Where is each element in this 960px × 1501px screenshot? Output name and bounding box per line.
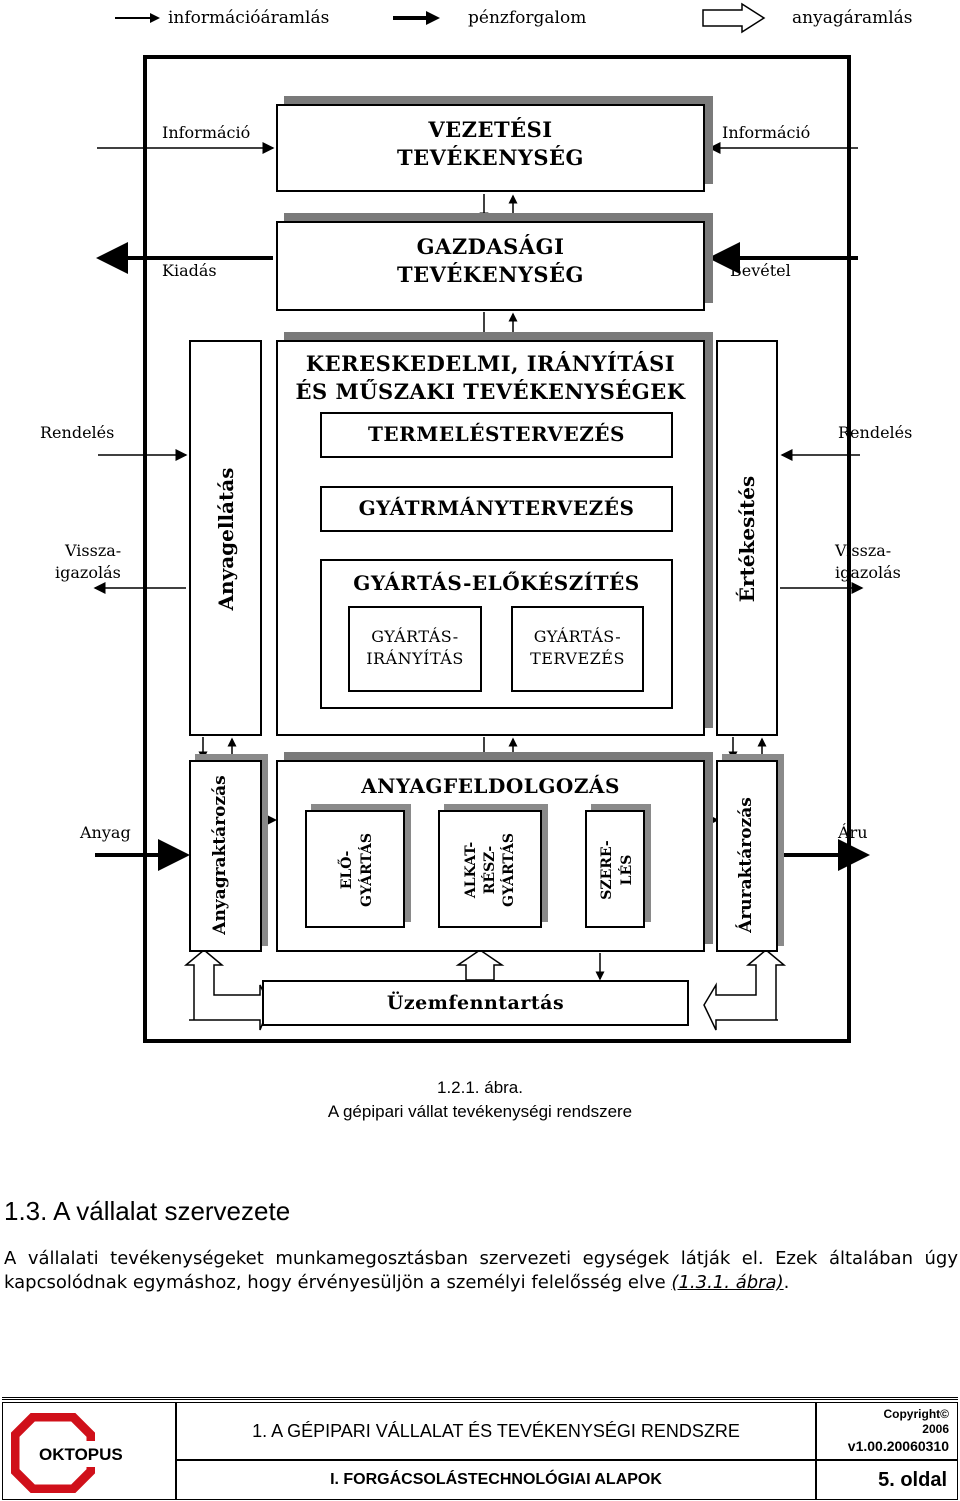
kereskedelmi-line1: KERESKEDELMI, IRÁNYÍTÁSI	[305, 351, 676, 376]
gyartmanytervezes-label: GYÁTRMÁNYTERVEZÉS	[358, 496, 635, 520]
box-uzemfenntartas: Üzemfenntartás	[262, 980, 689, 1026]
left-kiadas-label: Kiadás	[162, 261, 217, 280]
vezetesi-line1: VEZETÉSI	[428, 117, 553, 142]
footer-subtitle: I. FORGÁCSOLÁSTECHNOLÓGIAI ALAPOK	[330, 1471, 662, 1488]
box-aruraktarozas	[716, 760, 778, 952]
alkatresz-line1: ALKAT-	[463, 841, 479, 899]
oktopus-logo-icon	[11, 1413, 95, 1493]
ertekesites-label: Értékesítés	[735, 475, 759, 603]
right-aru-label: Áru	[838, 823, 868, 842]
elogyartas-line1: ELŐ-	[339, 850, 355, 890]
left-visszaigazolas-label: Vissza- igazolás	[55, 540, 121, 584]
footer-copyright: Copyright©	[883, 1407, 949, 1421]
left-rendeles-label: Rendelés	[40, 423, 115, 442]
box-vezetesi: VEZETÉSI TEVÉKENYSÉG	[276, 104, 705, 192]
box-gyartas-iranyitas: GYÁRTÁS- IRÁNYÍTÁS	[348, 606, 482, 692]
gyartas-tervezes-line1: GYÁRTÁS-	[533, 627, 622, 646]
alkatresz-line3: GYÁRTÁS	[501, 833, 517, 907]
right-visszaigazolas-line1: Vissza-	[835, 541, 892, 560]
right-visszaigazolas-label: Vissza- igazolás	[835, 540, 901, 584]
right-bevetel-label: Bevétel	[730, 261, 791, 280]
box-anyagellatas	[189, 340, 262, 736]
footer-version: v1.00.20060310	[847, 1438, 949, 1454]
right-informacio-label: Információ	[722, 123, 811, 142]
left-visszaigazolas-line2: igazolás	[55, 563, 121, 582]
szereles-line1: SZERE-	[599, 840, 615, 900]
gyartas-elokeszites-label: GYÁRTÁS-ELŐKÉSZÍTÉS	[353, 571, 640, 595]
logo-text: OKTOPUS	[39, 1445, 123, 1464]
footer-page-number: 5. oldal	[878, 1469, 947, 1491]
box-termelestervezes: TERMELÉSTERVEZÉS	[320, 412, 673, 458]
box-gazdasagi: GAZDASÁGI TEVÉKENYSÉG	[276, 221, 705, 311]
footer-year: 2006	[922, 1422, 949, 1436]
box-szereles: SZERE- LÉS	[585, 810, 645, 928]
anyagfeldolgozas-label: ANYAGFELDOLGOZÁS	[361, 774, 620, 798]
left-anyag-label: Anyag	[80, 823, 131, 842]
footer-page-cell: 5. oldal	[816, 1460, 958, 1500]
szereles-line2: LÉS	[619, 854, 635, 886]
legend-info-label: információáramlás	[168, 8, 330, 28]
box-alkatresz: ALKAT- RÉSZ- GYÁRTÁS	[438, 810, 542, 928]
right-rendeles-label: Rendelés	[838, 423, 913, 442]
legend-money-label: pénzforgalom	[468, 8, 587, 28]
footer-logo-cell: OKTOPUS	[2, 1402, 176, 1500]
money-flow-arrow-icon	[393, 11, 440, 25]
right-visszaigazolas-line2: igazolás	[835, 563, 901, 582]
paragraph-text: A vállalati tevékenységeket munkamegoszt…	[4, 1248, 958, 1293]
footer-chapter: 1. A GÉPIPARI VÁLLALAT ÉS TEVÉKENYSÉGI R…	[252, 1421, 740, 1441]
aruraktarozas-label: Áruraktározás	[736, 797, 756, 933]
box-anyagraktarozas	[189, 760, 262, 952]
page-footer: OKTOPUS 1. A GÉPIPARI VÁLLALAT ÉS TEVÉKE…	[2, 1397, 958, 1500]
alkatresz-line2: RÉSZ-	[482, 845, 498, 895]
gyartas-iranyitas-line1: GYÁRTÁS-	[371, 627, 459, 646]
footer-copyright-cell: Copyright© 2006 v1.00.20060310	[816, 1402, 958, 1460]
footer-chapter-cell: 1. A GÉPIPARI VÁLLALAT ÉS TEVÉKENYSÉGI R…	[176, 1402, 816, 1460]
figure-caption: 1.2.1. ábra. A gépipari vállat tevékenys…	[0, 1076, 960, 1124]
caption-line1: 1.2.1. ábra.	[436, 1078, 523, 1097]
section-heading: 1.3. A vállalat szervezete	[4, 1196, 291, 1226]
elogyartas-line2: GYÁRTÁS	[359, 833, 375, 907]
gyartas-tervezes-line2: TERVEZÉS	[530, 649, 625, 668]
left-visszaigazolas-line1: Vissza-	[65, 541, 122, 560]
legend-arrows	[115, 2, 766, 34]
footer-subtitle-cell: I. FORGÁCSOLÁSTECHNOLÓGIAI ALAPOK	[176, 1460, 816, 1500]
material-flow-arrow-icon	[702, 2, 766, 34]
kereskedelmi-line2: ÉS MŰSZAKI TEVÉKENYSÉGEK	[295, 379, 686, 404]
vezetesi-line2: TEVÉKENYSÉG	[397, 145, 584, 170]
gazdasagi-line1: GAZDASÁGI	[416, 234, 565, 259]
uzemfenntartas-label: Üzemfenntartás	[386, 992, 565, 1014]
box-ertekesites	[716, 340, 778, 736]
anyagellatas-label: Anyagellátás	[214, 467, 238, 611]
termelestervezes-label: TERMELÉSTERVEZÉS	[368, 422, 625, 446]
figure-reference-link[interactable]: (1.3.1. ábra)	[671, 1272, 784, 1293]
gazdasagi-line2: TEVÉKENYSÉG	[397, 262, 584, 287]
anyagraktarozas-label: Anyagraktározás	[210, 775, 230, 935]
paragraph-tail: .	[783, 1272, 790, 1293]
gyartas-iranyitas-line2: IRÁNYÍTÁS	[366, 649, 464, 668]
box-gyartas-tervezes: GYÁRTÁS- TERVEZÉS	[511, 606, 644, 692]
info-flow-arrow-icon	[115, 13, 160, 23]
caption-line2: A gépipari vállat tevékenységi rendszere	[327, 1102, 633, 1121]
box-gyartmanytervezes: GYÁTRMÁNYTERVEZÉS	[320, 486, 673, 532]
legend-material-label: anyagáramlás	[792, 8, 913, 28]
section-paragraph: A vállalati tevékenységeket munkamegoszt…	[4, 1247, 958, 1295]
diagram-arrows	[93, 142, 870, 1031]
box-elogyartas: ELŐ- GYÁRTÁS	[305, 810, 405, 928]
left-informacio-label: Információ	[162, 123, 251, 142]
diagram-frame	[143, 55, 851, 1043]
